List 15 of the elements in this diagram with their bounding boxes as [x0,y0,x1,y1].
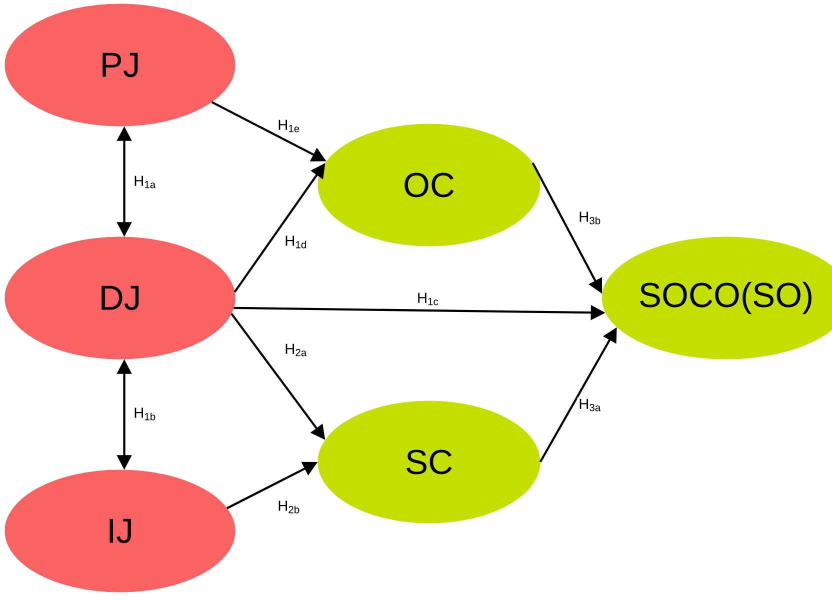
edge-label: H$_{1e}$ [276,118,302,134]
edge-label: H$_{3a}$ [577,397,603,413]
ellipse-node: SC [318,400,540,524]
edge-label: H$_{1b}$ [132,406,158,422]
ellipse-node: OC [318,124,540,246]
edge-label: H$_{1a}$ [132,174,158,190]
ellipse-node: DJ [4,236,236,360]
ellipse-node: SOCO(SO) [602,236,832,360]
edge-label: H$_{3b}$ [577,210,603,226]
edge-label: H$_{1c}$ [416,291,440,307]
edge-label: H$_{2b}$ [276,499,302,515]
ellipse-node: IJ [4,470,236,592]
ellipse-node: PJ [4,4,236,126]
edge-label: H$_{1d}$ [283,234,309,250]
edge-label: H$_{2a}$ [283,342,309,358]
